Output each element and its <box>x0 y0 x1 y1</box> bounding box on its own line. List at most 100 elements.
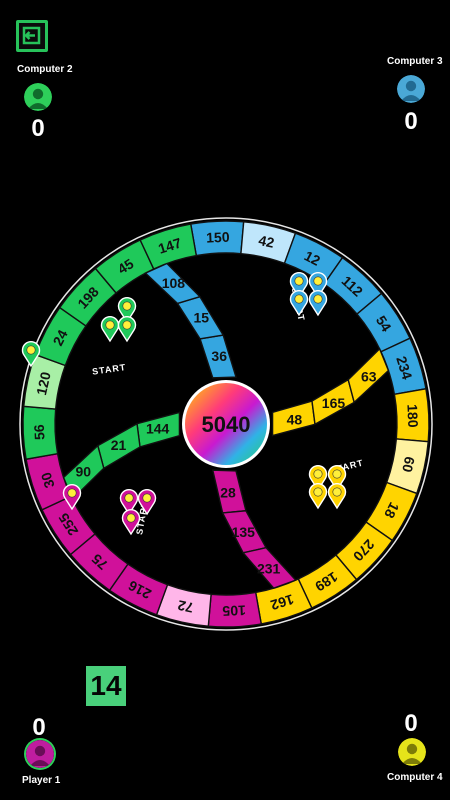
game-piece-yellow[interactable] <box>327 464 347 492</box>
ring-cell[interactable]: 30 <box>25 452 72 511</box>
game-piece-green[interactable] <box>117 296 137 324</box>
ring-cell-label: 45 <box>115 255 137 277</box>
computer-3-label: Computer 3 <box>387 56 443 67</box>
computer-4-avatar <box>398 738 426 766</box>
game-piece-green[interactable] <box>117 315 137 343</box>
arm-cell[interactable]: 48 <box>271 400 316 437</box>
game-piece-magenta[interactable] <box>121 508 141 536</box>
ring-cell-label: 180 <box>404 404 421 428</box>
piece-dot-icon <box>313 276 323 286</box>
game-piece-magenta[interactable] <box>62 483 82 511</box>
arm-cell-label: 90 <box>75 464 91 480</box>
ring-cell[interactable]: 45 <box>94 239 155 294</box>
arm-cell[interactable]: 135 <box>221 510 268 554</box>
ring-cell[interactable]: 56 <box>22 405 59 461</box>
inner-arms: 36 15 108 48 165 63 28 135 231 144 21 90 <box>62 262 390 590</box>
center-hub: 5040 <box>182 380 270 468</box>
arm-cell[interactable]: 63 <box>347 347 390 404</box>
start-label-green: START <box>91 362 126 377</box>
arm-cell-tile <box>144 262 202 305</box>
ring-cell[interactable]: 54 <box>356 292 411 353</box>
arm-cell-label: 144 <box>146 420 170 436</box>
ring-cell[interactable]: 150 <box>189 220 245 257</box>
piece-dot-icon <box>332 469 342 479</box>
ring-cell[interactable]: 189 <box>297 554 358 609</box>
game-piece-blue[interactable] <box>289 289 309 317</box>
piece-dot-icon <box>313 294 323 304</box>
ring-cell-label: 162 <box>268 591 295 613</box>
arm-cell-label: 63 <box>361 368 377 384</box>
user-icon <box>397 75 425 103</box>
computer-2-label: Computer 2 <box>17 64 73 75</box>
ring-cell-label: 72 <box>176 597 195 616</box>
exit-button[interactable] <box>16 20 48 52</box>
arm-cell-label: 36 <box>211 348 227 364</box>
game-piece-green[interactable] <box>21 340 41 368</box>
player-1-avatar <box>26 740 54 768</box>
ring-cell-label: 147 <box>156 234 183 256</box>
arm-cell-label: 28 <box>220 484 236 500</box>
ring-cell-label: 234 <box>393 354 415 381</box>
ring-cell[interactable]: 105 <box>207 591 263 628</box>
arm-cell[interactable]: 21 <box>97 422 141 470</box>
game-piece-blue[interactable] <box>289 271 309 299</box>
ring-cell[interactable]: 255 <box>41 495 96 556</box>
arm-cell-label: 108 <box>162 275 186 291</box>
arm-cell-label: 165 <box>322 395 346 411</box>
arm-cell[interactable]: 15 <box>176 295 225 340</box>
ring-cell[interactable]: 60 <box>385 438 429 495</box>
game-piece-yellow[interactable] <box>308 482 328 510</box>
pieces <box>21 271 347 536</box>
piece-dot-icon <box>105 320 115 330</box>
game-piece-yellow[interactable] <box>308 464 328 492</box>
piece-dot-icon <box>294 294 304 304</box>
center-value: 5040 <box>202 412 251 437</box>
arm-cell[interactable]: 28 <box>211 469 247 514</box>
ring-cell-label: 56 <box>31 424 48 440</box>
arm-cell[interactable]: 36 <box>199 334 237 379</box>
arm-cell-label: 15 <box>193 309 209 325</box>
arm-cell[interactable]: 108 <box>144 262 202 305</box>
piece-dot-icon <box>122 320 132 330</box>
piece-dot-icon <box>124 493 134 503</box>
game-piece-yellow[interactable] <box>327 482 347 510</box>
arm-cell-label: 48 <box>287 412 303 428</box>
arm-cell-label: 21 <box>111 437 127 453</box>
arm-cell[interactable]: 144 <box>136 411 181 448</box>
user-icon <box>24 83 52 111</box>
ring-cell-label: 12 <box>302 247 323 268</box>
ring-cell-label: 18 <box>381 500 402 521</box>
computer-3-score: 0 <box>404 108 418 135</box>
ring-cell-label: 24 <box>49 327 70 348</box>
player-1-score: 0 <box>32 714 46 741</box>
game-piece-blue[interactable] <box>308 271 328 299</box>
arm-cell[interactable]: 165 <box>311 378 355 426</box>
ring-cell-label: 105 <box>222 602 246 619</box>
piece-dot-icon <box>294 276 304 286</box>
arm-cell-label: 135 <box>232 524 256 540</box>
ring-cell-label: 54 <box>373 313 395 335</box>
arm-cell[interactable]: 231 <box>241 546 297 590</box>
computer-4-score: 0 <box>404 710 418 737</box>
ring-cell[interactable]: 180 <box>393 387 430 443</box>
ring-cell[interactable]: 112 <box>323 256 383 316</box>
ring-cell[interactable]: 42 <box>240 221 297 265</box>
piece-dot-icon <box>26 345 36 355</box>
piece-dot-icon <box>122 301 132 311</box>
ring-cell-label: 120 <box>33 370 54 396</box>
player-1-label: Player 1 <box>22 775 61 786</box>
computer-3-avatar <box>397 75 425 103</box>
piece-dot-icon <box>332 487 342 497</box>
piece-dot-icon <box>313 487 323 497</box>
ring-cell[interactable]: 75 <box>69 532 129 592</box>
game-piece-green[interactable] <box>100 315 120 343</box>
game-piece-magenta[interactable] <box>119 488 139 516</box>
user-icon <box>26 740 54 768</box>
arm-cell-label: 231 <box>257 560 281 576</box>
game-piece-magenta[interactable] <box>137 488 157 516</box>
piece-dot-icon <box>142 493 152 503</box>
dice-value[interactable]: 14 <box>86 666 126 706</box>
game-piece-blue[interactable] <box>308 289 328 317</box>
